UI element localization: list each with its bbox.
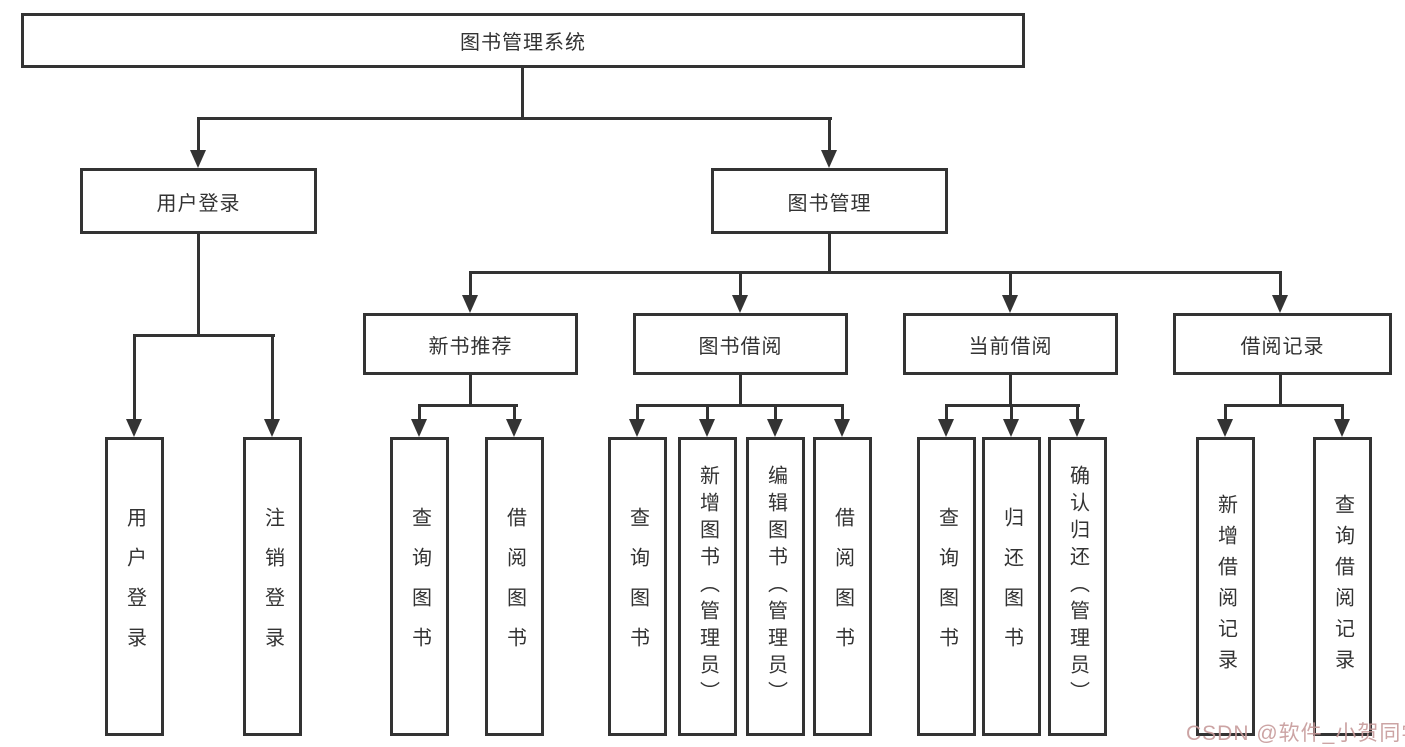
connector-line	[1076, 404, 1079, 422]
leaf-add-books-admin: 新增图书（管理员）	[678, 437, 737, 736]
arrowhead	[462, 295, 478, 313]
connector-line	[945, 404, 948, 422]
connector-line	[1279, 375, 1282, 407]
leaf-query-borrow-record: 查询借阅记录	[1313, 437, 1372, 736]
arrowhead	[1272, 295, 1288, 313]
arrowhead	[1217, 419, 1233, 437]
connector-line	[469, 271, 472, 297]
connector-line	[841, 404, 844, 422]
node-borrow-records: 借阅记录	[1173, 313, 1392, 375]
connector-line	[1010, 404, 1013, 422]
connector-line	[739, 375, 742, 407]
node-label: 图书管理	[787, 192, 872, 215]
arrowhead	[629, 419, 645, 437]
connector-line	[133, 334, 275, 337]
connector-line	[828, 117, 831, 153]
connector-line	[418, 404, 421, 422]
leaf-logout: 注销登录	[243, 437, 302, 736]
connector-line	[1224, 404, 1227, 422]
arrowhead	[1069, 419, 1085, 437]
connector-line	[469, 375, 472, 407]
leaf-edit-books-admin: 编辑图书（管理员）	[746, 437, 805, 736]
leaf-user-login: 用户登录	[105, 437, 164, 736]
connector-line	[739, 271, 742, 297]
csdn-watermark: CSDN @软件_小贺同学	[1186, 722, 1405, 745]
node-label: 借阅图书	[503, 506, 526, 667]
connector-line	[706, 404, 709, 422]
connector-line	[521, 68, 524, 120]
arrowhead	[732, 295, 748, 313]
node-label: 查询图书	[626, 506, 649, 667]
connector-line	[774, 404, 777, 422]
connector-line	[636, 404, 844, 407]
connector-line	[469, 271, 1282, 274]
node-user-login: 用户登录	[80, 168, 317, 234]
connector-line	[1009, 271, 1012, 297]
arrowhead	[190, 150, 206, 168]
node-root-system: 图书管理系统	[21, 13, 1025, 68]
arrowhead	[699, 419, 715, 437]
arrowhead	[767, 419, 783, 437]
connector-line	[197, 234, 200, 337]
arrowhead	[1003, 419, 1019, 437]
connector-line	[271, 334, 274, 422]
node-label: 归还图书	[1000, 506, 1023, 667]
node-label: 查询借阅记录	[1331, 493, 1354, 680]
arrowhead	[938, 419, 954, 437]
leaf-query-books-borrow: 查询图书	[608, 437, 667, 736]
arrowhead	[1002, 295, 1018, 313]
node-label: 图书借阅	[698, 335, 783, 358]
leaf-query-books-recommend: 查询图书	[390, 437, 449, 736]
arrowhead	[1334, 419, 1350, 437]
node-label: 查询图书	[408, 506, 431, 667]
node-label: 借阅图书	[831, 506, 854, 667]
connector-line	[828, 234, 831, 274]
node-label: 当前借阅	[968, 335, 1053, 358]
node-book-management: 图书管理	[711, 168, 948, 234]
arrowhead	[126, 419, 142, 437]
connector-line	[636, 404, 639, 422]
connector-line	[1224, 404, 1344, 407]
node-label: 新增借阅记录	[1214, 493, 1237, 680]
connector-line	[1341, 404, 1344, 422]
node-label: 编辑图书（管理员）	[764, 465, 787, 708]
connector-line	[133, 334, 136, 422]
connector-line	[513, 404, 516, 422]
leaf-borrow-books-recommend: 借阅图书	[485, 437, 544, 736]
leaf-borrow-books: 借阅图书	[813, 437, 872, 736]
arrowhead	[506, 419, 522, 437]
node-book-borrow: 图书借阅	[633, 313, 848, 375]
node-label: 注销登录	[261, 506, 284, 667]
connector-line	[418, 404, 518, 407]
node-current-borrow: 当前借阅	[903, 313, 1118, 375]
leaf-confirm-return-admin: 确认归还（管理员）	[1048, 437, 1107, 736]
node-label: 确认归还（管理员）	[1066, 465, 1089, 708]
connector-line	[197, 117, 200, 153]
connector-line	[1009, 375, 1012, 407]
node-label: 新增图书（管理员）	[696, 465, 719, 708]
node-label: 用户登录	[156, 192, 241, 215]
connector-line	[197, 117, 832, 120]
node-label: 新书推荐	[428, 335, 513, 358]
arrowhead	[411, 419, 427, 437]
arrowhead	[834, 419, 850, 437]
node-new-book-recommend: 新书推荐	[363, 313, 578, 375]
leaf-query-books-current: 查询图书	[917, 437, 976, 736]
leaf-add-borrow-record: 新增借阅记录	[1196, 437, 1255, 736]
connector-line	[1279, 271, 1282, 297]
node-label: 借阅记录	[1240, 335, 1325, 358]
node-label: 查询图书	[935, 506, 958, 667]
node-label: 用户登录	[123, 506, 146, 667]
node-label: 图书管理系统	[460, 32, 586, 54]
arrowhead	[821, 150, 837, 168]
leaf-return-books: 归还图书	[982, 437, 1041, 736]
arrowhead	[264, 419, 280, 437]
